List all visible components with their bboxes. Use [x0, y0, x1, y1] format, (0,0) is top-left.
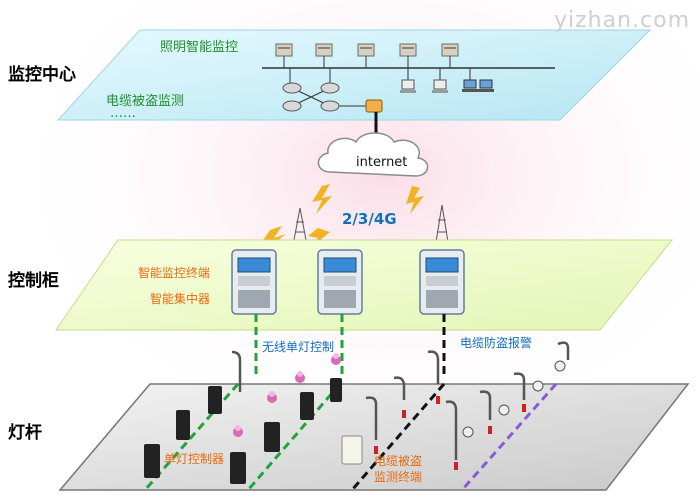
single-lamp-controller-group — [144, 378, 342, 484]
control-cabinet-plane — [55, 239, 674, 331]
label-lighting-monitor: 照明智能监控 — [160, 40, 239, 55]
router-icon — [282, 100, 302, 112]
computer-icon — [400, 79, 416, 93]
router-icon — [320, 82, 340, 94]
lightning-icons — [262, 184, 424, 250]
device-unit — [317, 249, 363, 315]
controller-box — [300, 392, 314, 420]
server-icon — [357, 43, 375, 68]
cable-monitor-terminal — [341, 435, 363, 465]
gateway-icon — [365, 99, 383, 113]
antenna-left — [293, 207, 307, 241]
monitor-center-plane — [56, 29, 652, 121]
router-icon — [320, 100, 340, 112]
green-pole-line — [246, 383, 342, 491]
laptop-icon — [462, 79, 478, 92]
device-unit — [231, 249, 277, 315]
controller-box — [144, 444, 160, 478]
label-cable-theft-monitor: 电缆被盗监测 — [106, 94, 185, 109]
level-label-light-pole: 灯杆 — [8, 423, 42, 443]
level-label-control-cabinet: 控制柜 — [8, 271, 59, 291]
label-internet: internet — [356, 155, 408, 170]
lamp-flowers — [233, 353, 341, 437]
black-pole-line — [350, 383, 446, 491]
purple-pole-line — [460, 383, 558, 491]
pole-markers — [374, 396, 526, 470]
green-pole-line — [143, 383, 240, 491]
label-cable-terminal-line1: 电缆被盗 — [374, 454, 423, 468]
controller-box — [330, 378, 342, 402]
router-mesh — [282, 68, 383, 113]
router-icon — [282, 82, 302, 94]
server-icon — [275, 43, 293, 68]
watermark: yizhan.com — [553, 8, 690, 33]
street-light-poles — [231, 341, 570, 460]
server-icon — [399, 43, 417, 68]
controller-box — [264, 422, 280, 452]
antenna-right — [435, 204, 449, 243]
label-cable-alarm: 电缆防盗报警 — [460, 336, 533, 350]
label-wireless-control: 无线单灯控制 — [262, 340, 335, 354]
workstation-group — [400, 68, 494, 93]
label-cable-terminal-line2: 监测终端 — [374, 470, 423, 484]
label-smart-terminal: 智能监控终端 — [138, 266, 211, 280]
server-group — [275, 43, 459, 68]
level-label-monitor-center: 监控中心 — [8, 65, 76, 85]
label-network: 2/3/4G — [342, 210, 397, 228]
controller-box — [230, 452, 246, 484]
server-icon — [315, 43, 333, 68]
camera-icons — [462, 360, 566, 438]
label-dots: …… — [110, 106, 136, 121]
computer-icon — [432, 79, 448, 93]
internet-cloud — [317, 132, 429, 177]
server-icon — [441, 43, 459, 68]
label-smart-concentrator: 智能集中器 — [150, 292, 211, 306]
controller-box — [208, 386, 222, 414]
label-single-controller: 单灯控制器 — [164, 452, 225, 466]
laptop-icon — [478, 79, 494, 92]
controller-box — [176, 410, 190, 440]
device-unit — [419, 249, 465, 315]
